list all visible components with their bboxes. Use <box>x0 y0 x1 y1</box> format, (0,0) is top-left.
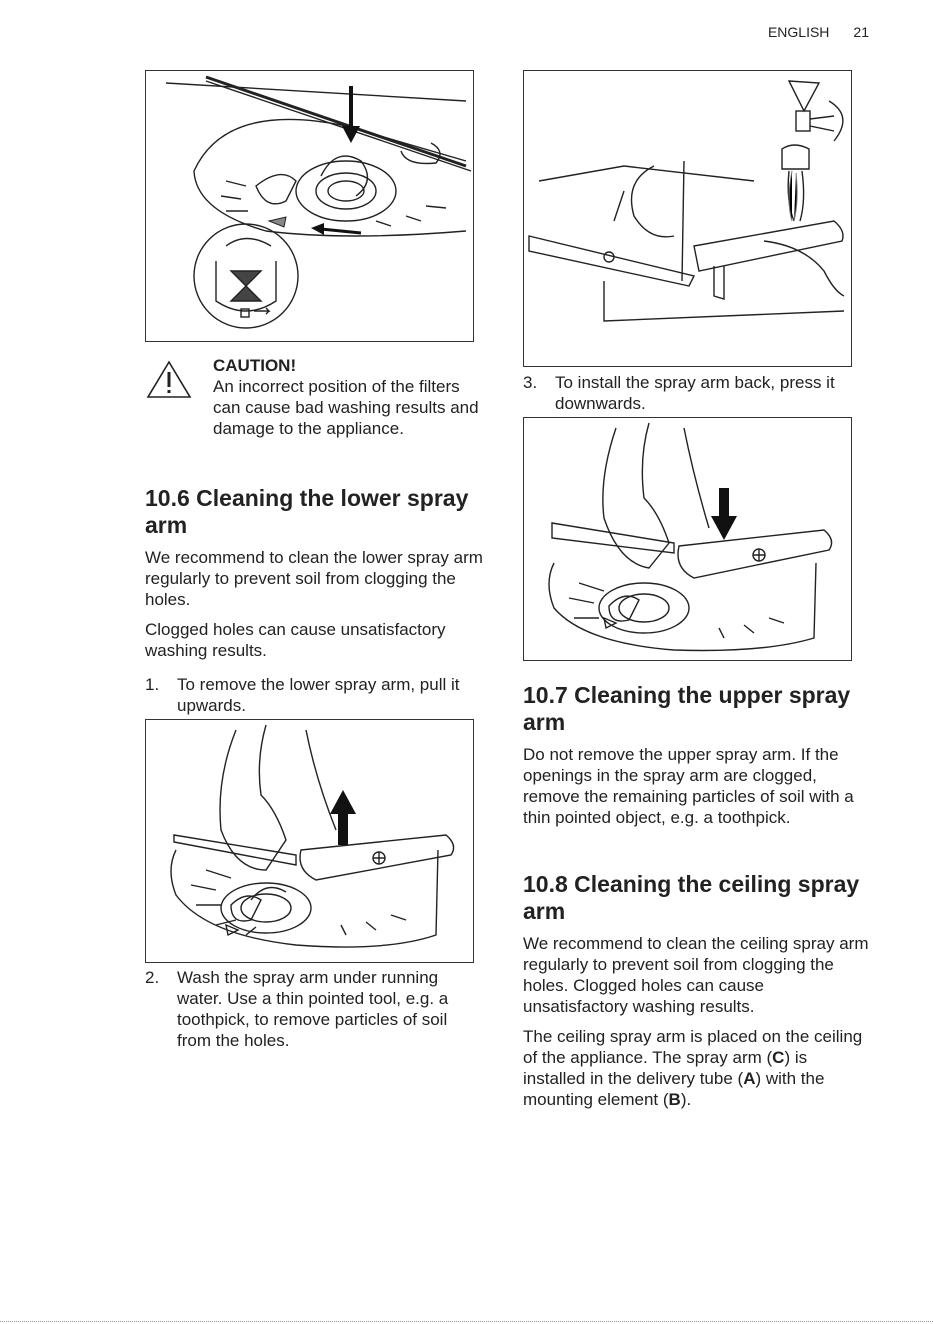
caution-title: CAUTION! <box>213 356 297 375</box>
step-1-text: To remove the lower spray arm, pull it u… <box>177 675 460 715</box>
spray-arm-wash-figure <box>523 70 852 367</box>
section-10-7-heading: 10.7 Cleaning the upper spray arm <box>523 682 851 735</box>
label-a: A <box>743 1069 756 1088</box>
spray-arm-install-figure <box>523 417 852 661</box>
section-10-7: 10.7 Cleaning the upper spray arm Do not… <box>523 682 873 837</box>
section-10-6-para1: We recommend to clean the lower spray ar… <box>145 548 483 609</box>
step-3-number: 3. <box>523 373 538 392</box>
section-10-8-heading: 10.8 Cleaning the ceiling spray arm <box>523 871 860 924</box>
section-10-6-para2: Clogged holes can cause unsatisfactory w… <box>145 620 446 660</box>
spray-arm-press-down-illustration-icon <box>548 422 833 652</box>
caution-text: An incorrect position of the filters can… <box>213 377 479 438</box>
page-number: 21 <box>853 24 869 40</box>
step-2-number: 2. <box>145 968 160 987</box>
step-3-text: To install the spray arm back, press it … <box>555 373 835 413</box>
section-10-6: 10.6 Cleaning the lower spray arm We rec… <box>145 485 490 670</box>
para2-part-a: The ceiling spray arm is placed on the c… <box>523 1027 863 1067</box>
page-header: ENGLISH 21 <box>768 24 869 40</box>
label-c: C <box>772 1048 785 1067</box>
page-bottom-rule <box>0 1321 933 1322</box>
section-10-6-heading: 10.6 Cleaning the lower spray arm <box>145 485 469 538</box>
spray-arm-pull-up-illustration-icon <box>170 724 455 948</box>
para2-part-d: ). <box>680 1090 692 1109</box>
para2-part-c: ) with the mounting element ( <box>523 1069 825 1109</box>
section-10-8-para1: We recommend to clean the ceiling spray … <box>523 934 869 1016</box>
step-1-number: 1. <box>145 675 160 694</box>
section-10-8-para2: The ceiling spray arm is placed on the c… <box>523 1026 873 1110</box>
step-2-text: Wash the spray arm under running water. … <box>177 968 449 1050</box>
section-10-8: 10.8 Cleaning the ceiling spray arm We r… <box>523 871 873 1119</box>
spray-arm-remove-figure <box>145 719 474 963</box>
filter-rotate-illustration-icon <box>165 75 472 329</box>
warning-triangle-icon <box>146 360 192 398</box>
header-language: ENGLISH <box>767 24 830 40</box>
spray-arm-under-tap-illustration-icon <box>528 80 845 322</box>
section-10-7-para1: Do not remove the upper spray arm. If th… <box>523 745 854 827</box>
filter-install-figure <box>145 70 474 342</box>
label-b: B <box>668 1090 681 1109</box>
para2-part-b: ) is installed in the delivery tube ( <box>523 1048 808 1088</box>
